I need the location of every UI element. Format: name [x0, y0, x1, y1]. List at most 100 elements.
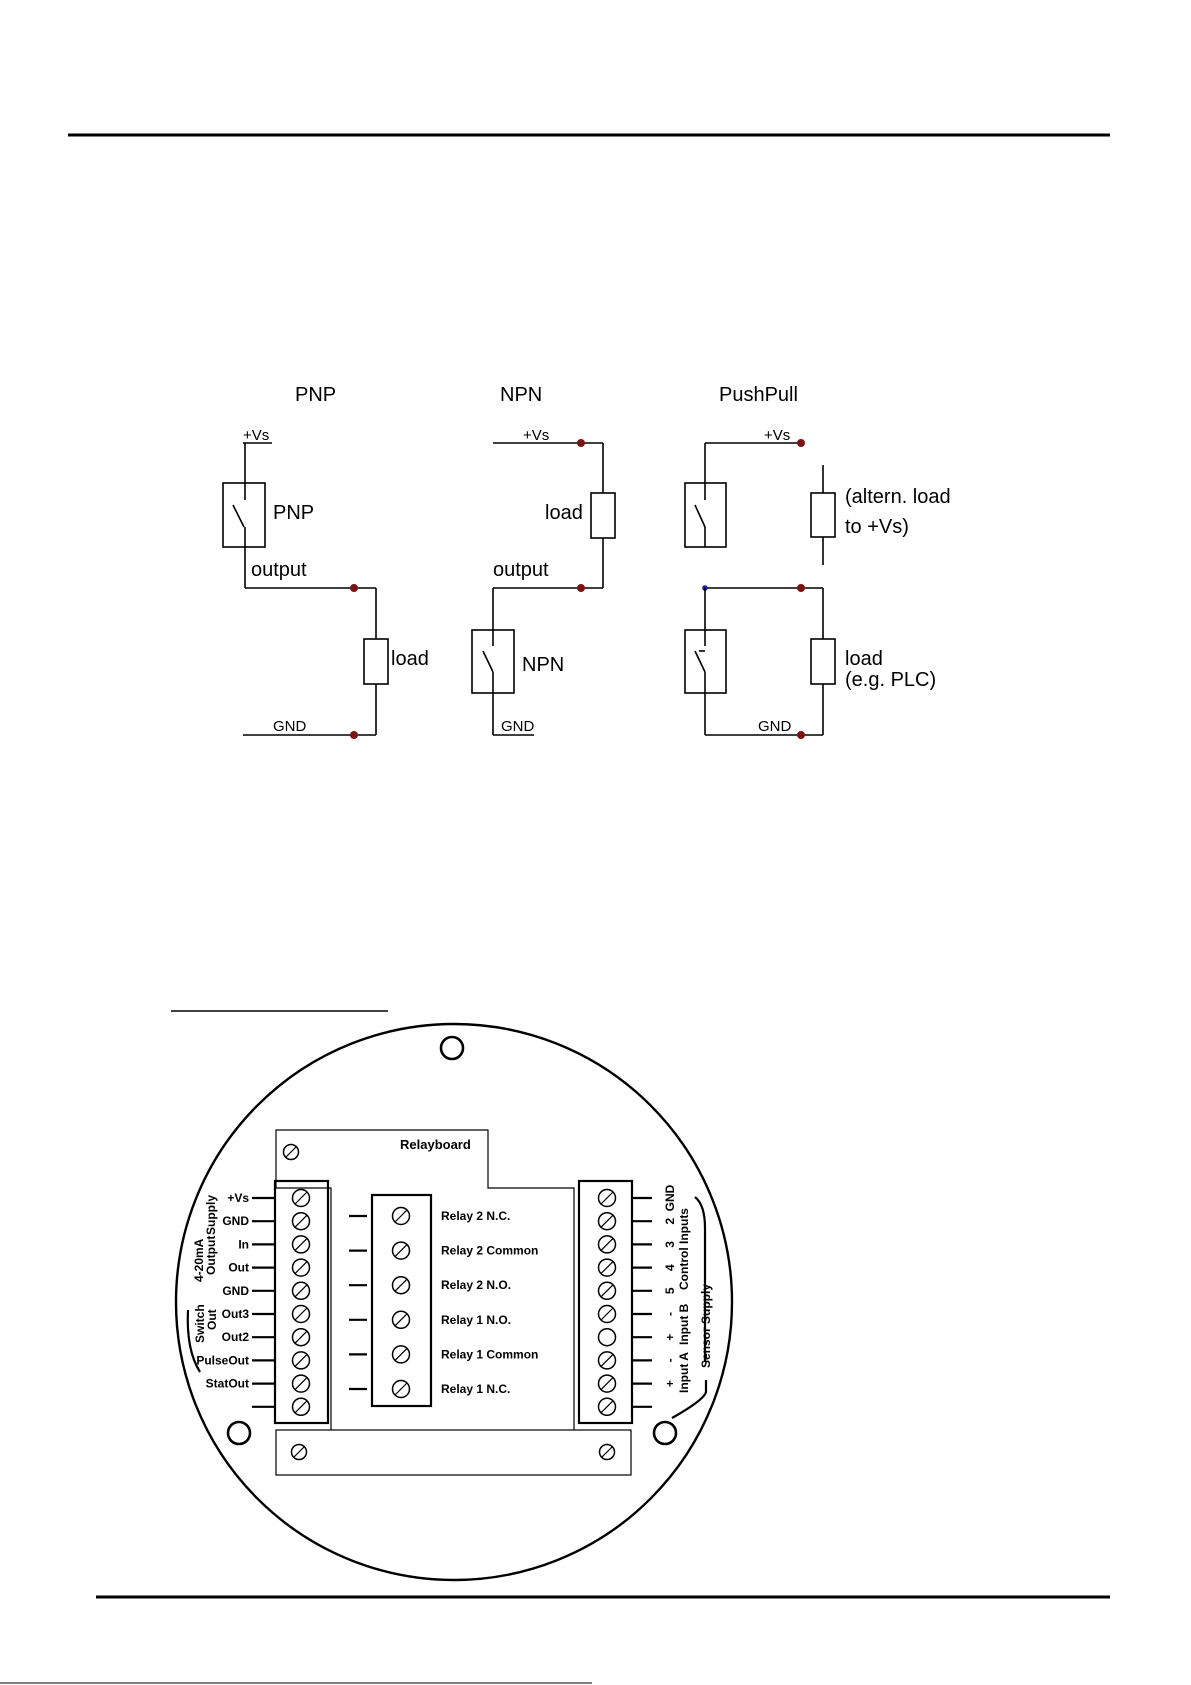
left-terminal-label: Out2: [222, 1330, 250, 1344]
right-terminal-screw-9: [597, 1397, 617, 1417]
right-terminal-label: 2: [663, 1218, 677, 1225]
pushpull-load-resistor: [810, 638, 836, 685]
pnp-schematic: PNP +Vs PNP output load GND: [222, 384, 429, 739]
pushpull-title: PushPull: [719, 384, 798, 406]
left-terminal-screw-9: [291, 1397, 311, 1417]
right-terminal-screw-2: [597, 1235, 617, 1254]
right-group-input-b: Input B: [677, 1303, 691, 1345]
left-terminal-label: GND: [222, 1214, 249, 1228]
left-terminal-label: GND: [222, 1284, 249, 1298]
terminal-board-diagram: Relayboard Supply 4-20mA Output Switch O…: [174, 1022, 734, 1582]
relayboard-label: Relayboard: [400, 1137, 471, 1152]
left-group-output-b: Output: [204, 1236, 218, 1275]
right-terminal-screw-0: [597, 1188, 617, 1208]
left-terminal-screw-8: [291, 1374, 311, 1393]
left-terminal-block: [273, 1179, 330, 1425]
right-terminal-screw-3: [597, 1258, 617, 1277]
mount-hole-right: [652, 1420, 678, 1446]
right-terminal-label: -: [663, 1358, 677, 1362]
pushpull-load-line1: load: [845, 648, 883, 670]
npn-node-vs: [577, 439, 585, 447]
npn-load-resistor: [590, 492, 616, 539]
relayboard-outline: [275, 1129, 575, 1430]
pushpull-node-vs: [797, 439, 805, 447]
pnp-load-resistor: [363, 638, 389, 685]
relay-terminal-screw-3: [391, 1310, 411, 1330]
right-terminal-label: +: [663, 1334, 677, 1341]
pushpull-node-load: [797, 584, 805, 592]
relay-terminal-screw-0: [391, 1206, 411, 1226]
bottom-plate: [275, 1429, 632, 1476]
right-group-control-inputs: Control Inputs: [677, 1208, 691, 1290]
relay-terminal-screw-5: [391, 1379, 411, 1399]
npn-node-output: [577, 584, 585, 592]
mount-hole-left: [226, 1420, 252, 1446]
right-terminal-label: +: [663, 1380, 677, 1387]
right-group-input-a: Input A: [677, 1352, 691, 1393]
right-terminal-screw-6: [597, 1327, 617, 1347]
pushpull-schematic: PushPull +Vs (altern. load to +Vs) load …: [684, 384, 951, 739]
npn-output-label: output: [493, 559, 549, 581]
right-terminal-label: 4: [663, 1264, 677, 1271]
mount-hole-top: [439, 1035, 465, 1061]
left-group-switch-a: Switch: [193, 1304, 207, 1343]
left-terminal-screw-4: [291, 1281, 311, 1301]
left-terminal-screw-1: [291, 1211, 311, 1231]
pushpull-vs-label: +Vs: [764, 427, 790, 444]
relay-terminal-label: Relay 1 N.C.: [441, 1382, 510, 1396]
pnp-gnd-label: GND: [273, 718, 307, 735]
right-terminal-screw-4: [597, 1281, 617, 1301]
relay-terminal-label: Relay 2 N.C.: [441, 1209, 510, 1223]
pushpull-node-gnd: [797, 731, 805, 739]
right-terminal-screw-5: [597, 1304, 617, 1324]
relay-terminal-screw-1: [391, 1241, 411, 1260]
left-terminal-label: Out: [228, 1261, 249, 1275]
pnp-title: PNP: [295, 384, 336, 406]
npn-gnd-label: GND: [501, 718, 535, 735]
right-terminal-block: [577, 1179, 634, 1425]
right-terminal-screw-7: [597, 1351, 617, 1370]
npn-switch-label: NPN: [522, 654, 564, 676]
left-group-output-a: 4-20mA: [192, 1238, 206, 1282]
pushpull-alt-load-resistor: [810, 492, 836, 538]
right-terminal-label: 3: [663, 1241, 677, 1248]
left-terminal-label: StatOut: [206, 1377, 249, 1391]
npn-vs-label: +Vs: [523, 427, 549, 444]
pnp-vs-label: +Vs: [243, 427, 269, 444]
right-terminal-label: -: [663, 1312, 677, 1316]
pushpull-alt-load-line1: (altern. load: [845, 486, 951, 508]
left-terminal-screw-3: [291, 1258, 311, 1277]
pnp-node-output: [350, 584, 358, 592]
right-terminal-label: GND: [663, 1184, 677, 1211]
left-terminal-screw-2: [291, 1235, 311, 1254]
relay-terminal-block: [370, 1193, 433, 1408]
relay-terminal-screw-4: [391, 1345, 411, 1364]
pushpull-alt-load-line2: to +Vs): [845, 516, 909, 538]
pnp-node-gnd: [350, 731, 358, 739]
pushpull-gnd-label: GND: [758, 718, 792, 735]
npn-load-label: load: [545, 502, 583, 524]
relay-terminal-label: Relay 1 N.O.: [441, 1313, 511, 1327]
housing-outline: [174, 1022, 734, 1582]
left-terminal-label: In: [238, 1237, 249, 1251]
left-terminal-label: Out3: [222, 1307, 250, 1321]
left-terminal-screw-0: [291, 1188, 311, 1208]
right-terminal-label: 5: [663, 1287, 677, 1294]
relay-terminal-label: Relay 2 Common: [441, 1244, 538, 1258]
pnp-switch-box: [222, 482, 266, 548]
pnp-switch-label: PNP: [273, 502, 314, 524]
left-group-supply: Supply: [204, 1195, 218, 1235]
relay-terminal-label: Relay 2 N.O.: [441, 1278, 511, 1292]
left-terminal-screw-5: [291, 1304, 311, 1324]
left-group-switch-b: Out: [205, 1309, 219, 1330]
relay-terminal-label: Relay 1 Common: [441, 1347, 538, 1361]
left-terminal-label: PulseOut: [196, 1353, 249, 1367]
left-terminal-label: +Vs: [227, 1191, 249, 1205]
right-terminal-screw-8: [597, 1374, 617, 1393]
npn-title: NPN: [500, 384, 542, 406]
left-terminal-screw-7: [291, 1351, 311, 1370]
pushpull-load-line2: (e.g. PLC): [845, 669, 936, 691]
right-terminal-screw-1: [597, 1211, 617, 1231]
npn-schematic: NPN +Vs load output NPN GND: [471, 384, 616, 736]
